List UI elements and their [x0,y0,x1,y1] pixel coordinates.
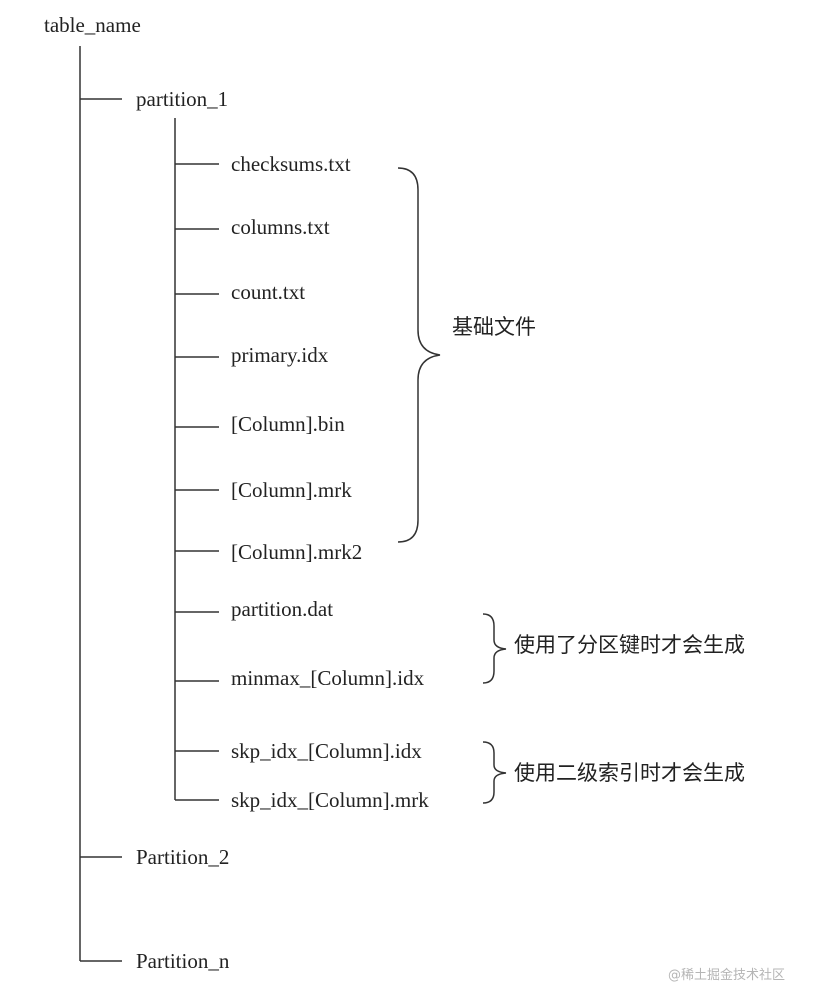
brace-secondary-index [482,741,507,804]
file-column-bin: [Column].bin [231,412,345,436]
brace-partition-key [482,613,507,684]
root-label: table_name [44,13,141,37]
file-columns: columns.txt [231,215,330,239]
file-primary-idx: primary.idx [231,343,329,367]
file-column-mrk2: [Column].mrk2 [231,540,363,564]
file-minmax-idx: minmax_[Column].idx [231,666,425,690]
file-column-mrk: [Column].mrk [231,478,352,502]
partition-1-label: partition_1 [136,87,229,111]
file-skp-idx: skp_idx_[Column].idx [231,739,422,763]
file-checksums: checksums.txt [231,152,351,176]
file-partition-dat: partition.dat [231,597,334,621]
annotation-basic-files: 基础文件 [452,315,536,339]
brace-basic-files [397,167,441,543]
file-skp-mrk: skp_idx_[Column].mrk [231,788,429,812]
partition-n-label: Partition_n [136,949,230,973]
watermark: @稀土掘金技术社区 [668,968,786,983]
partition-2-label: Partition_2 [136,845,230,869]
annotation-partition-key: 使用了分区键时才会生成 [514,633,745,657]
annotation-secondary-index: 使用二级索引时才会生成 [514,761,745,785]
file-count: count.txt [231,280,306,304]
